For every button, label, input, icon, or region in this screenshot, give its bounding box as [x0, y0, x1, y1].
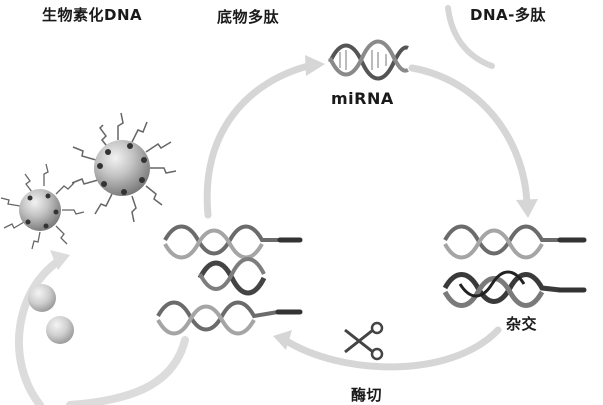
- mirna-helix: [328, 39, 409, 81]
- outer-arrow-bottom: [66, 336, 189, 405]
- cycle-arrow-left-up-head: [305, 55, 325, 76]
- cycle-arrow-right-down-head: [516, 199, 538, 218]
- label-substrate-peptide: 底物多肽: [217, 8, 280, 26]
- bead-large-functionalized: [71, 112, 177, 223]
- bead-medium-functionalized: [0, 163, 85, 250]
- right-strand-hybrid: [442, 270, 587, 308]
- scissors-icon: [344, 321, 384, 361]
- outer-arrow-left: [15, 256, 64, 405]
- cycle-arrow-bottom-head: [273, 330, 292, 350]
- label-biotinylated-dna: 生物素化DNA: [42, 6, 143, 24]
- outer-arrow-left-head: [50, 250, 70, 270]
- cycle-arrow-bottom: [281, 326, 502, 371]
- cycle-arrow-left-up: [203, 61, 316, 219]
- bead-small-lower: [46, 316, 74, 344]
- bead-small-upper: [28, 284, 56, 312]
- label-hybridization: 杂交: [506, 315, 538, 333]
- label-mirna: miRNA: [331, 89, 394, 108]
- left-strand-bottom: [156, 300, 303, 336]
- cycle-arrow-right-down: [408, 64, 531, 209]
- input-arrow-dna-peptide: [445, 5, 495, 69]
- label-dna-peptide: DNA-多肽: [470, 6, 546, 24]
- right-strand-top: [443, 224, 587, 260]
- mirna-released: [197, 257, 267, 296]
- label-cleavage: 酶切: [351, 386, 383, 404]
- left-strand-top: [163, 224, 303, 260]
